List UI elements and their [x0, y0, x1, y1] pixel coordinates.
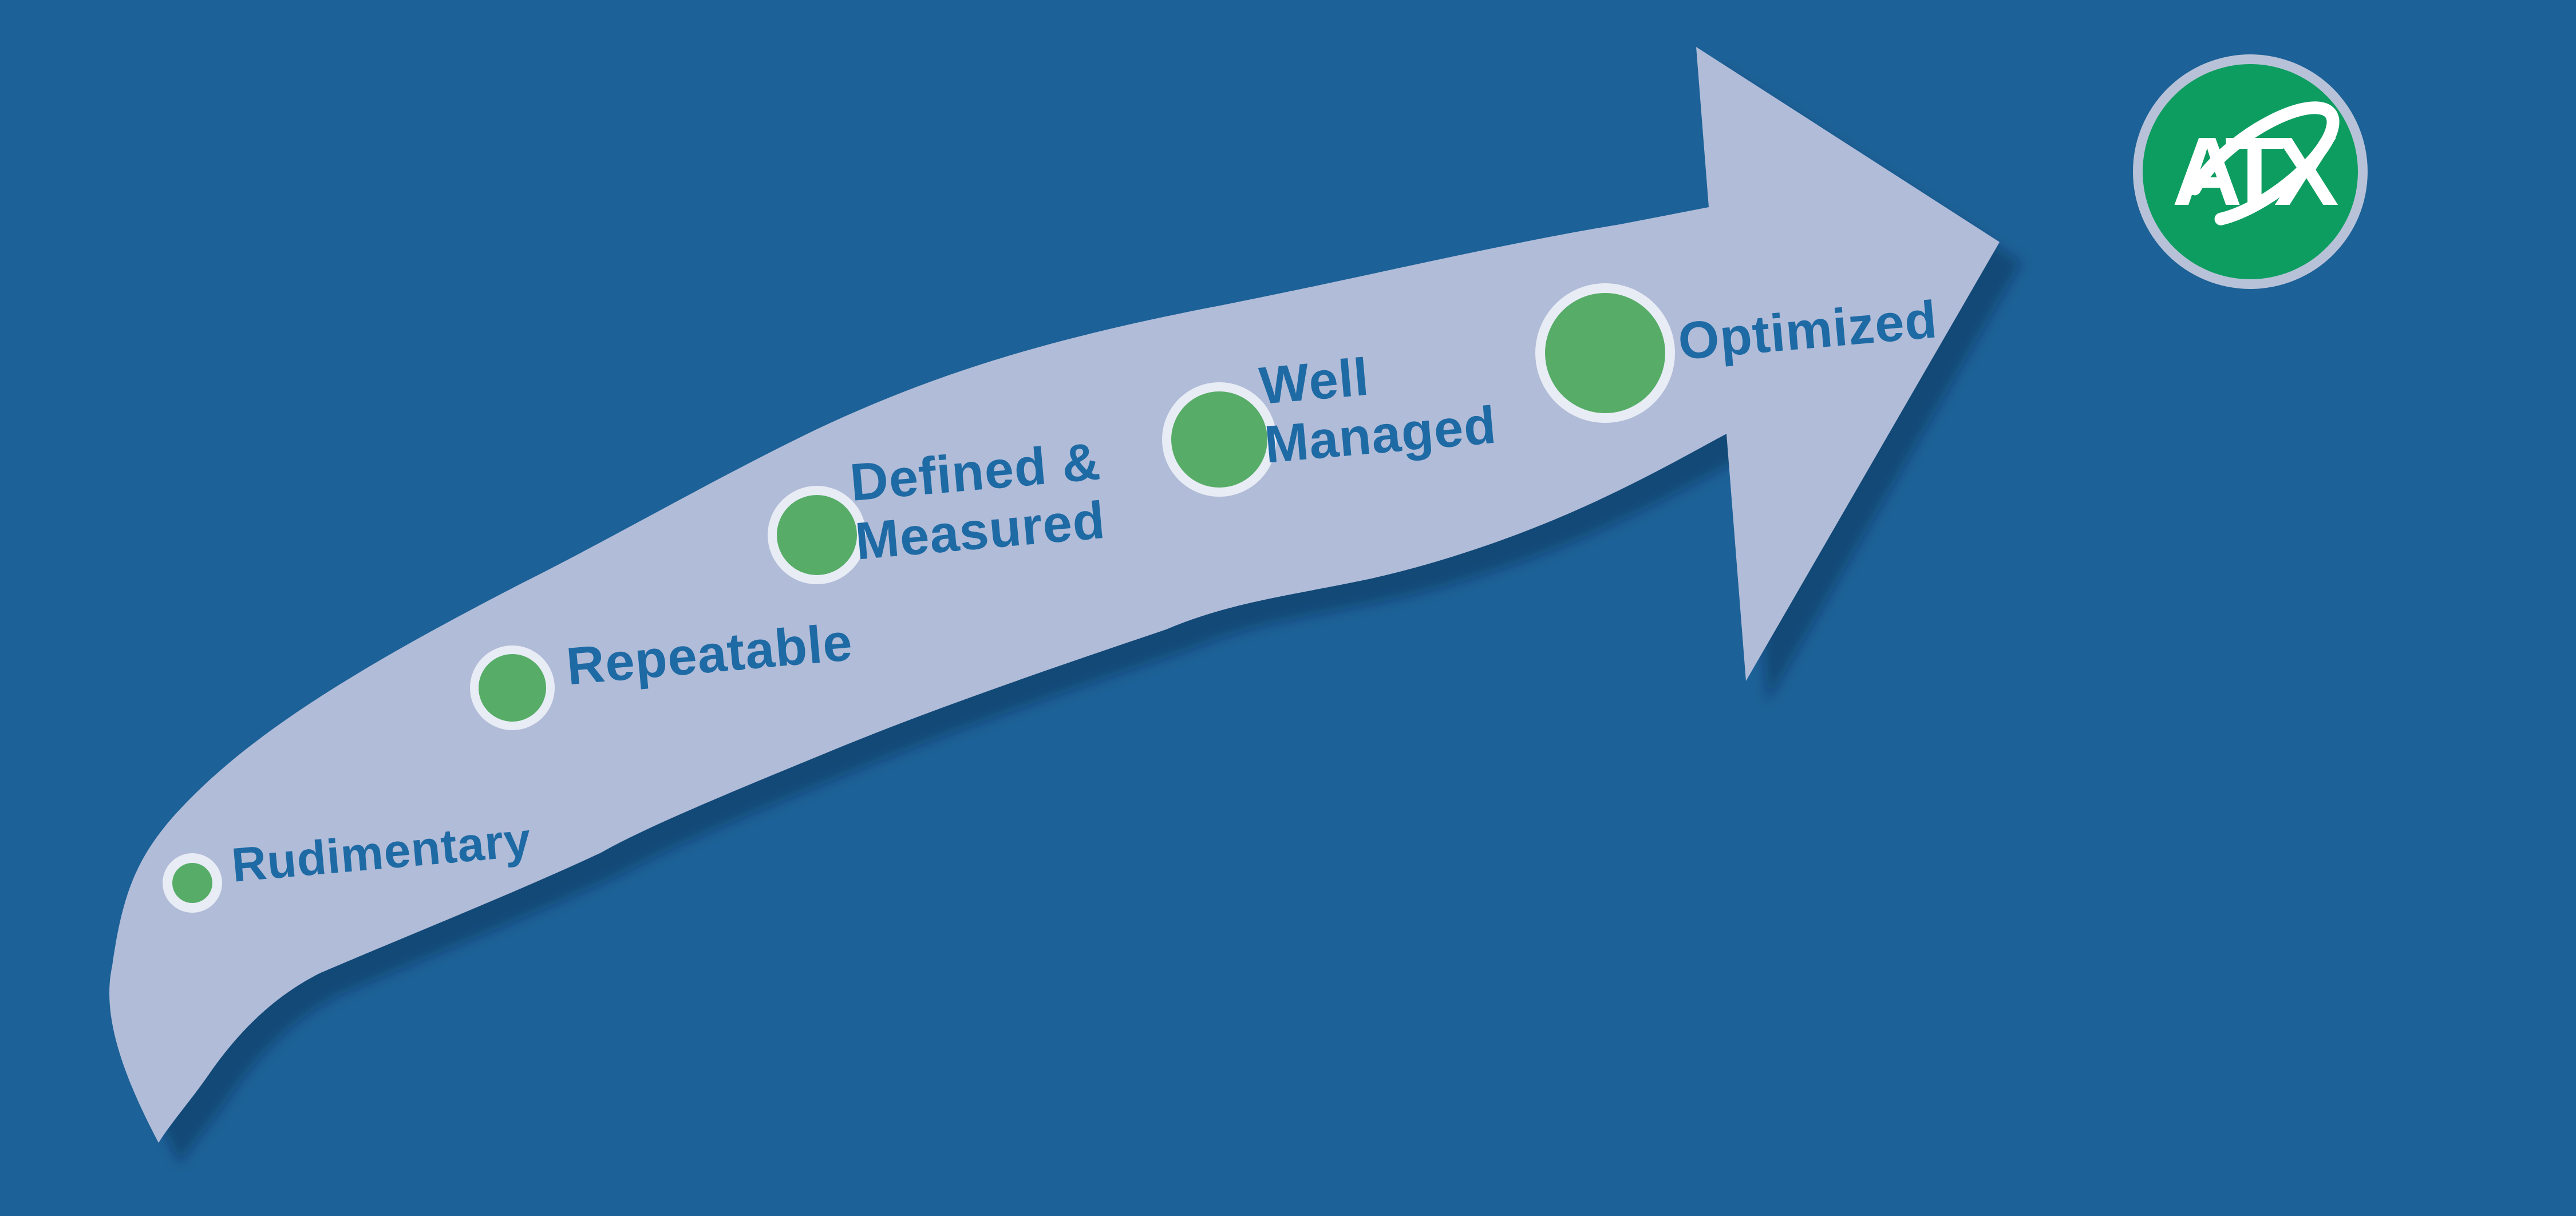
stage-label-well-managed: Well Managed: [1257, 347, 1499, 474]
logo-monogram: ATX: [2172, 117, 2338, 226]
stage-marker-well-managed: [1162, 382, 1277, 497]
stage-marker-rudimentary: [163, 853, 222, 913]
stage-marker-dot: [1545, 293, 1665, 413]
atx-logo: ATX: [2133, 54, 2368, 289]
stage-marker-dot: [1171, 391, 1267, 488]
stage-marker-dot: [479, 654, 546, 722]
stage-marker-repeatable: [470, 645, 555, 730]
stage-marker-dot: [172, 863, 212, 903]
logo-orbit-icon: [2183, 101, 2340, 227]
stage-marker-defined-measured: [768, 486, 866, 584]
logo-disc: [2143, 64, 2358, 279]
stage-marker-optimized: [1535, 283, 1675, 423]
growth-arrow: [109, 47, 2000, 1143]
stage-label-defined-measured: Defined & Measured: [848, 432, 1108, 571]
stage-marker-dot: [777, 495, 857, 575]
